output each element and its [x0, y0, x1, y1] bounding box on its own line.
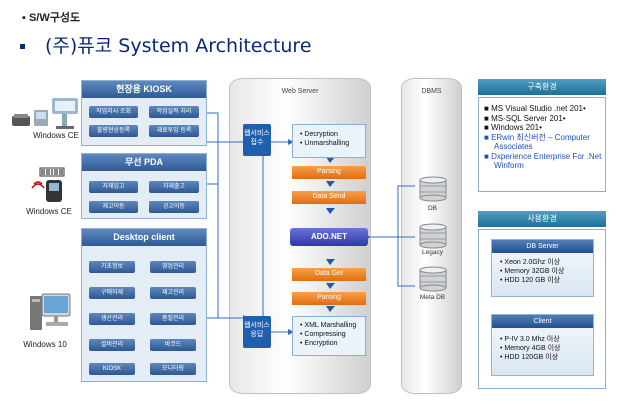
step-item: • Decryption: [300, 131, 338, 138]
web-service-respond: 웹서비스 응답: [243, 316, 271, 348]
pda-button[interactable]: 재고이동: [89, 201, 138, 213]
meta-database-icon: [418, 266, 448, 292]
use-env-title: 사용환경: [478, 211, 606, 227]
desktop-button[interactable]: 영업관리: [150, 261, 196, 273]
data-get-box: Data Get: [292, 268, 366, 281]
build-env-item: ■ Dxperience Enterprise For .Net Winform: [484, 151, 602, 171]
decrypt-step-box: • Decryption • Unmarshalling: [292, 124, 366, 158]
desktop-button[interactable]: 바코드: [150, 339, 196, 351]
step-item-text: XML Marshalling: [304, 322, 357, 329]
section-heading-text: S/W구성도: [28, 12, 81, 24]
pda-group: 무선 PDA 자재입고 자재출고 재고이동 공고이동: [81, 153, 207, 219]
client-item: • P-IV 3.0 Mhz 이상: [500, 336, 560, 343]
build-env-item-text: ERwin 최신버전 – Computer Associates: [491, 132, 590, 152]
database-icon: [418, 176, 448, 202]
desktop-button[interactable]: 구매자재: [89, 287, 135, 299]
pda-button[interactable]: 자재출고: [149, 181, 199, 193]
build-env-title: 구축환경: [478, 79, 606, 95]
kiosk-button[interactable]: 작업지시 조회: [89, 106, 138, 118]
db-server-item: • Xeon 2.0Ghz 이상: [500, 259, 561, 266]
kiosk-button[interactable]: 재료투입 등록: [149, 125, 199, 137]
db-server-item: • HDD 120 GB 이상: [500, 277, 561, 284]
build-env-item: ■ ERwin 최신버전 – Computer Associates: [484, 132, 590, 152]
title-bullet-icon: [20, 44, 25, 49]
db-server-item: • Memory 32GB 이상: [500, 268, 565, 275]
step-item-text: Unmarshalling: [304, 140, 350, 147]
step-item-text: Compressing: [304, 331, 346, 338]
step-item: • XML Marshalling: [300, 322, 357, 329]
kiosk-button[interactable]: 작업실적 처리: [149, 106, 199, 118]
step-item: • Unmarshalling: [300, 140, 350, 147]
desktop-button[interactable]: 품질관리: [150, 313, 196, 325]
ado-net-box: ADO.NET: [290, 228, 368, 246]
step-item-text: Encryption: [304, 340, 338, 347]
meta-db-label: Meta DB: [419, 294, 446, 301]
client-panel: Client • P-IV 3.0 Mhz 이상 • Memory 4GB 이상…: [491, 314, 594, 376]
db-label: DB: [427, 205, 438, 212]
step-item-text: Decryption: [304, 131, 338, 138]
desktop-group: Desktop client 기초정보 영업관리 구매자재 재고관리 생산관리 …: [81, 228, 207, 382]
use-env-panel: DB Server • Xeon 2.0Ghz 이상 • Memory 32GB…: [478, 229, 606, 389]
step-item: • Compressing: [300, 331, 346, 338]
client-item: • Memory 4GB 이상: [500, 345, 561, 352]
web-server-title: Web Server: [281, 88, 319, 95]
kiosk-group: 현장용 KIOSK 작업지시 조회 작업실적 처리 불량현상등록 재료투입 등록: [81, 80, 207, 146]
db-server-item-text: HDD 120 GB 이상: [504, 277, 561, 284]
build-env-panel: ■ MS Visual Studio .net 201• ■ MS-SQL Se…: [478, 97, 606, 192]
web-service-receive-text: 웹서비스 접수: [244, 130, 270, 146]
web-service-receive: 웹서비스 접수: [243, 124, 271, 156]
section-heading: ▪ S/W구성도: [22, 12, 81, 24]
desktop-button[interactable]: 설비관리: [89, 339, 135, 351]
legacy-db-label: Legacy: [422, 249, 443, 256]
pc-device-icon: [28, 290, 72, 334]
client-item-text: P-IV 3.0 Mhz 이상: [504, 336, 560, 343]
kiosk-group-title: 현장용 KIOSK: [82, 81, 206, 98]
pda-button[interactable]: 공고이동: [149, 201, 199, 213]
desktop-button[interactable]: 기초정보: [89, 261, 135, 273]
client-item-text: HDD 120GB 이상: [504, 354, 559, 361]
pc-os-label: Windows 10: [23, 340, 67, 349]
build-env-item-text: Windows 201•: [491, 123, 542, 132]
parsing-top-box: Parsing: [292, 166, 366, 179]
desktop-group-title: Desktop client: [82, 229, 206, 246]
step-item: • Encryption: [300, 340, 338, 347]
desktop-button[interactable]: KIOSK: [89, 363, 135, 375]
client-title: Client: [492, 315, 593, 328]
data-send-box: Data Send: [292, 191, 366, 204]
db-server-panel: DB Server • Xeon 2.0Ghz 이상 • Memory 32GB…: [491, 239, 594, 297]
parsing-bottom-box: Parsing: [292, 292, 366, 305]
dbms-title: DBMS: [421, 88, 442, 95]
client-item-text: Memory 4GB 이상: [504, 345, 561, 352]
desktop-button[interactable]: 생산관리: [89, 313, 135, 325]
db-server-title: DB Server: [492, 240, 593, 253]
build-env-item: ■ MS-SQL Server 201•: [484, 113, 566, 123]
web-service-respond-text: 웹서비스 응답: [244, 322, 270, 338]
build-env-item-text: Dxperience Enterprise For .Net Winform: [491, 151, 602, 171]
kiosk-button[interactable]: 불량현상등록: [89, 125, 138, 137]
pda-device-icon: [30, 166, 76, 204]
build-env-item-text: MS-SQL Server 201•: [491, 113, 566, 123]
page-title-text: (주)퓨코 System Architecture: [45, 35, 312, 57]
client-item: • HDD 120GB 이상: [500, 354, 559, 361]
desktop-button[interactable]: 재고관리: [150, 287, 196, 299]
pda-group-title: 무선 PDA: [82, 154, 206, 171]
marshal-step-box: • XML Marshalling • Compressing • Encryp…: [292, 316, 366, 356]
pda-os-label: Windows CE: [26, 207, 72, 216]
build-env-item: ■ Windows 201•: [484, 123, 542, 132]
pda-button[interactable]: 자재입고: [89, 181, 138, 193]
desktop-button[interactable]: 모니터링: [150, 363, 196, 375]
page-title: (주)퓨코 System Architecture: [20, 31, 312, 58]
db-server-item-text: Xeon 2.0Ghz 이상: [504, 259, 561, 266]
legacy-database-icon: [418, 223, 448, 249]
kiosk-os-label: Windows CE: [33, 131, 79, 140]
db-server-item-text: Memory 32GB 이상: [504, 268, 565, 275]
build-env-item: ■ MS Visual Studio .net 201•: [484, 104, 586, 113]
build-env-item-text: MS Visual Studio .net 201•: [491, 104, 586, 113]
kiosk-device-icon: [10, 96, 82, 130]
